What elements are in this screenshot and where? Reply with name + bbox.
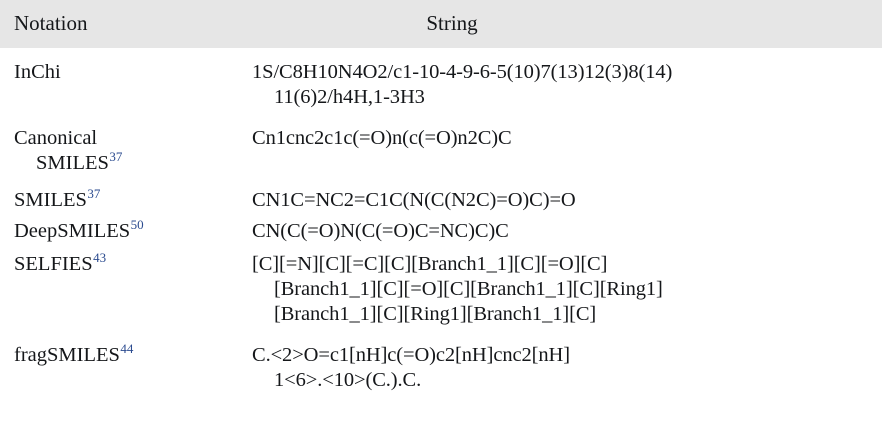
string-cell-selfies: [C][=N][C][=C][C][Branch1_1][C][=O][C] [… bbox=[252, 246, 882, 331]
reference-link[interactable]: 37 bbox=[109, 149, 123, 165]
table-header-row: Notation String bbox=[0, 0, 882, 49]
reference-link[interactable]: 50 bbox=[130, 217, 144, 233]
notation-cell-inchi: InChi bbox=[0, 48, 252, 116]
string-line: 1<6>.<10>(C.).C. bbox=[274, 369, 422, 392]
notation-label: fragSMILES bbox=[14, 344, 120, 367]
string-line: Cn1cnc2c1c(=O)n(c(=O)n2C)C bbox=[252, 127, 512, 150]
string-cell-smiles: CN1C=NC2=C1C(N(C(N2C)=O)C)=O bbox=[252, 180, 882, 215]
string-line: 11(6)2/h4H,1-3H3 bbox=[274, 86, 425, 109]
table-row: Canonical SMILES37 Cn1cnc2c1c(=O)n(c(=O)… bbox=[0, 116, 882, 180]
notation-label: SMILES bbox=[14, 189, 87, 212]
notation-string-table: Notation String InChi 1S/C8H10N4O2/c1-10… bbox=[0, 0, 882, 399]
string-line: CN(C(=O)N(C(=O)C=NC)C)C bbox=[252, 220, 509, 243]
reference-link[interactable]: 43 bbox=[93, 250, 107, 266]
string-line: C.<2>O=c1[nH]c(=O)c2[nH]cnc2[nH] bbox=[252, 344, 570, 367]
table-row: SELFIES43 [C][=N][C][=C][C][Branch1_1][C… bbox=[0, 246, 882, 331]
string-line: [Branch1_1][C][=O][C][Branch1_1][C][Ring… bbox=[274, 278, 663, 301]
reference-link[interactable]: 37 bbox=[87, 186, 101, 202]
notation-label: InChi bbox=[14, 61, 61, 84]
notation-label-line2-wrap: SMILES37 bbox=[14, 149, 246, 176]
column-header-notation-label: Notation bbox=[14, 11, 88, 35]
table-row: fragSMILES44 C.<2>O=c1[nH]c(=O)c2[nH]cnc… bbox=[0, 331, 882, 399]
notation-cell-canonical-smiles: Canonical SMILES37 bbox=[0, 116, 252, 180]
column-header-notation: Notation bbox=[0, 0, 252, 48]
table-body: InChi 1S/C8H10N4O2/c1-10-4-9-6-5(10)7(13… bbox=[0, 48, 882, 399]
notation-label: SELFIES bbox=[14, 253, 93, 276]
string-cell-inchi: 1S/C8H10N4O2/c1-10-4-9-6-5(10)7(13)12(3)… bbox=[252, 48, 882, 116]
reference-link[interactable]: 44 bbox=[120, 341, 134, 357]
string-line: [Branch1_1][C][Ring1][Branch1_1][C] bbox=[274, 303, 597, 326]
notation-cell-fragsmiles: fragSMILES44 bbox=[0, 331, 252, 399]
column-header-string: String bbox=[252, 0, 882, 48]
string-cell-deepsmiles: CN(C(=O)N(C(=O)C=NC)C)C bbox=[252, 215, 882, 246]
notation-cell-deepsmiles: DeepSMILES50 bbox=[0, 215, 252, 246]
string-line: CN1C=NC2=C1C(N(C(N2C)=O)C)=O bbox=[252, 189, 576, 212]
table-row: DeepSMILES50 CN(C(=O)N(C(=O)C=NC)C)C bbox=[0, 215, 882, 246]
notation-label: Canonical bbox=[14, 127, 98, 150]
string-line: [C][=N][C][=C][C][Branch1_1][C][=O][C] bbox=[252, 253, 608, 276]
string-line: 1S/C8H10N4O2/c1-10-4-9-6-5(10)7(13)12(3)… bbox=[252, 61, 673, 84]
notation-cell-selfies: SELFIES43 bbox=[0, 246, 252, 331]
table-head: Notation String bbox=[0, 0, 882, 49]
table-row: InChi 1S/C8H10N4O2/c1-10-4-9-6-5(10)7(13… bbox=[0, 48, 882, 116]
column-header-string-label: String bbox=[426, 11, 478, 35]
notation-label: DeepSMILES bbox=[14, 220, 131, 243]
string-cell-fragsmiles: C.<2>O=c1[nH]c(=O)c2[nH]cnc2[nH] 1<6>.<1… bbox=[252, 331, 882, 399]
table-row: SMILES37 CN1C=NC2=C1C(N(C(N2C)=O)C)=O bbox=[0, 180, 882, 215]
notation-cell-smiles: SMILES37 bbox=[0, 180, 252, 215]
notation-label-line2: SMILES bbox=[36, 152, 109, 175]
string-cell-canonical-smiles: Cn1cnc2c1c(=O)n(c(=O)n2C)C bbox=[252, 116, 882, 180]
notation-table-container: Notation String InChi 1S/C8H10N4O2/c1-10… bbox=[0, 0, 882, 399]
